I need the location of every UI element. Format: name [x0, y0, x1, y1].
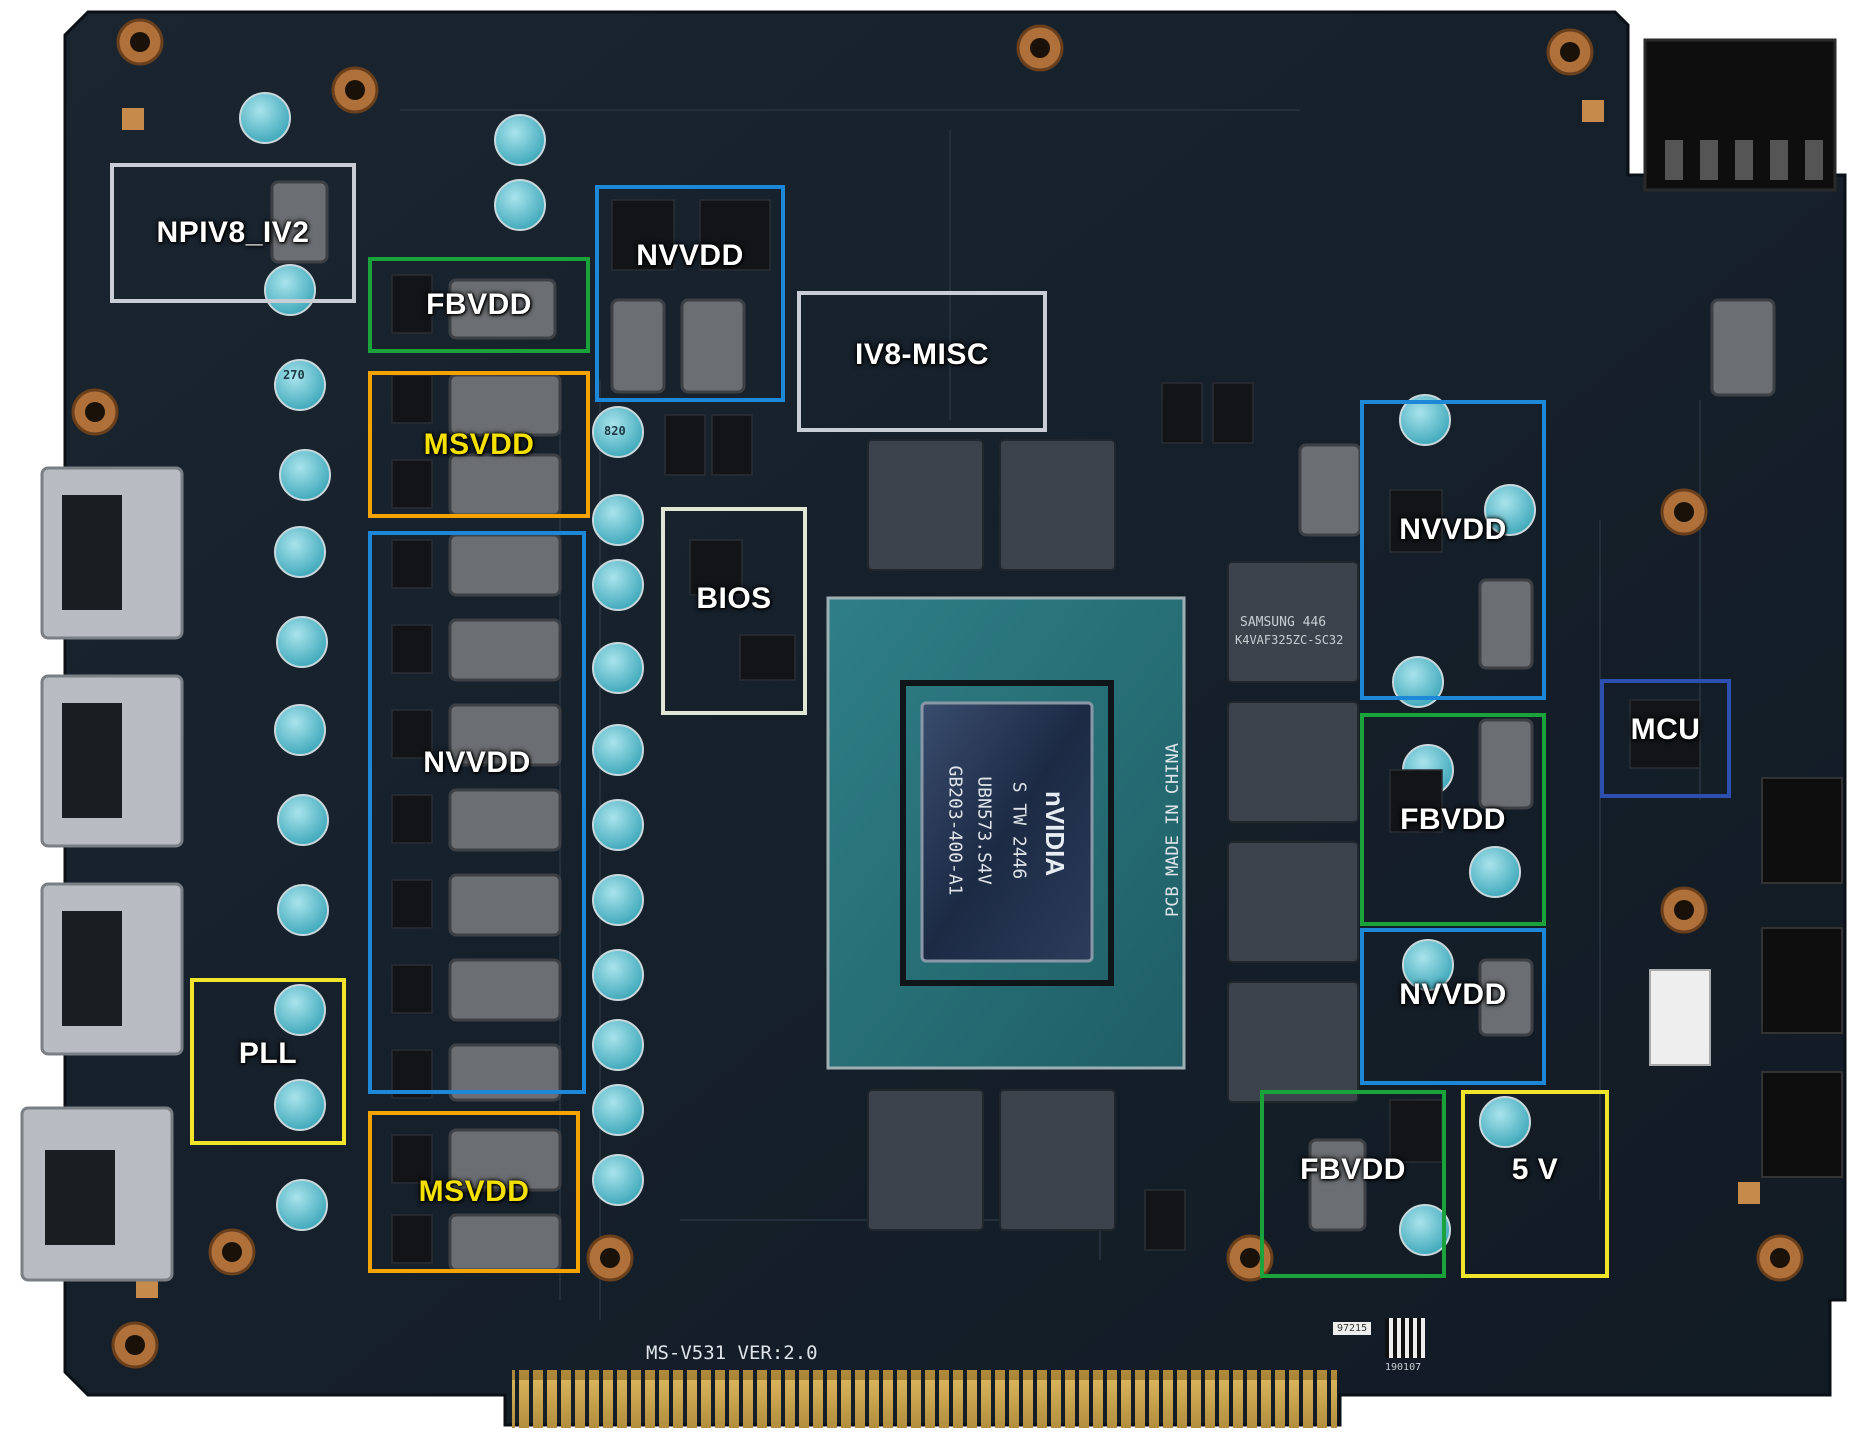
- zone-label-pll: PLL: [238, 1036, 298, 1070]
- zone-label-5v: 5 V: [1511, 1152, 1559, 1186]
- memory-chip-part: K4VAF325ZC-SC32: [1235, 633, 1344, 647]
- zone-msvdd-bottom: MSVDD: [368, 1111, 580, 1273]
- zone-label-nvvdd-right-bottom: NVVDD: [1399, 977, 1507, 1011]
- zone-label-nvvdd-top: NVVDD: [636, 238, 744, 272]
- zone-label-bios: BIOS: [696, 582, 772, 615]
- zone-label-fbvdd-bottom: FBVDD: [1300, 1152, 1406, 1186]
- pcb-made-in-label: PCB MADE IN CHINA: [1163, 743, 1183, 917]
- zone-msvdd-top: MSVDD: [368, 371, 590, 518]
- gpu-brand: nVIDIA: [1040, 790, 1071, 877]
- zone-mcu: MCU: [1600, 679, 1731, 798]
- capacitor-value-b: 820: [604, 424, 626, 438]
- zone-label-iv8-misc: IV8-MISC: [854, 337, 990, 371]
- zone-nvvdd-right-top: NVVDD: [1360, 400, 1546, 700]
- zone-nvvdd-main: NVVDD: [368, 531, 586, 1094]
- zone-label-nvvdd-right-top: NVVDD: [1399, 512, 1507, 546]
- capacitor-marking-b: 820: [604, 424, 626, 438]
- zone-pll: PLL: [190, 978, 346, 1145]
- zone-iv8-misc: IV8-MISC: [797, 291, 1047, 432]
- zone-label-fbvdd-top: FBVDD: [426, 288, 532, 321]
- zone-label-msvdd-top: MSVDD: [423, 427, 535, 461]
- zone-label-mcu: MCU: [1630, 712, 1701, 746]
- zone-label-npiv8-iv2: NPIV8_IV2: [156, 216, 310, 249]
- zone-fbvdd-bottom: FBVDD: [1260, 1090, 1446, 1278]
- zone-label-fbvdd-right: FBVDD: [1400, 802, 1506, 836]
- capacitor-value-a: 270: [283, 368, 305, 382]
- qr-code: [1385, 1318, 1425, 1358]
- zone-fbvdd-top: FBVDD: [368, 257, 590, 353]
- gpu-marking-3: GB203-400-A1: [944, 765, 966, 896]
- gpu-marking-2: UBN573.S4V: [973, 776, 995, 885]
- zone-nvvdd-top: NVVDD: [595, 185, 785, 402]
- gpu-marking-1: S TW 2446: [1008, 781, 1030, 880]
- zone-label-nvvdd-main: NVVDD: [423, 745, 531, 779]
- zone-npiv8-iv2: NPIV8_IV2: [110, 163, 356, 303]
- board-model-label: MS-V531 VER:2.0: [646, 1342, 818, 1364]
- zone-bios: BIOS: [661, 507, 807, 715]
- zone-fbvdd-right: FBVDD: [1360, 713, 1546, 926]
- zone-label-msvdd-bottom: MSVDD: [418, 1175, 530, 1208]
- memory-chip-brand: SAMSUNG 446: [1240, 615, 1327, 630]
- zone-nvvdd-right-bottom: NVVDD: [1360, 928, 1546, 1085]
- qr-code-label: 190107: [1385, 1362, 1422, 1373]
- capacitor-marking-a: 270: [283, 368, 305, 382]
- zone-5v: 5 V: [1461, 1090, 1609, 1278]
- board-serial-label: 97215: [1333, 1322, 1372, 1335]
